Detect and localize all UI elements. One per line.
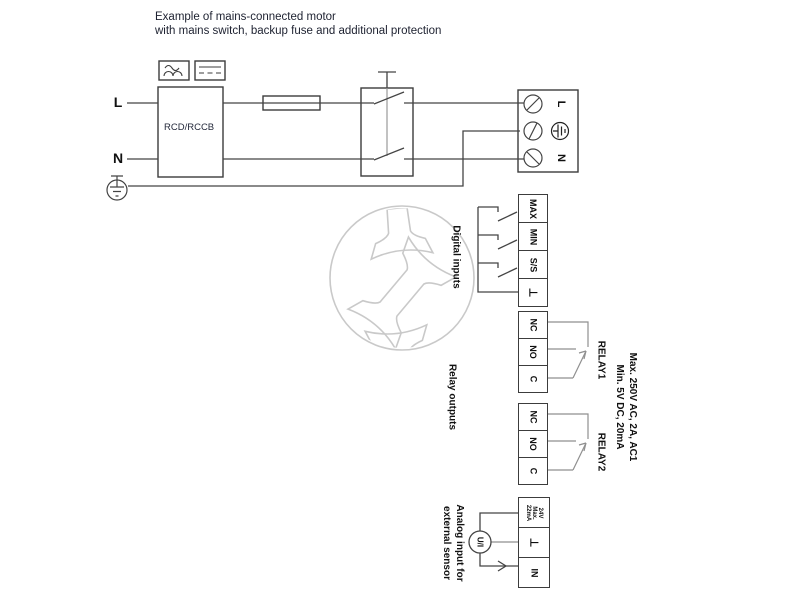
digital-switch-ss	[478, 262, 518, 278]
n-switch-blade	[373, 147, 405, 161]
analog-supply-wire	[479, 512, 518, 531]
digital-inputs-label: Digital inputs	[450, 225, 462, 289]
relay1-terminal-no: NO	[518, 338, 548, 366]
title-line-1: Example of mains-connected motor	[155, 11, 336, 23]
l-switch-blade	[373, 91, 405, 105]
analog-in-wire	[479, 553, 518, 567]
relay1-nc-wire	[548, 321, 589, 347]
title-line-2: with mains switch, backup fuse and addit…	[155, 25, 442, 37]
relay2-label: RELAY2	[595, 432, 607, 472]
dc-symbol-icon	[199, 66, 221, 74]
relay2-terminal-nc: NC	[518, 403, 548, 431]
terminal-max: MAX	[518, 194, 548, 223]
relay2-blade	[572, 442, 587, 471]
half-wave-icon	[163, 70, 183, 77]
rcd-label: RCD/RCCB	[164, 122, 215, 133]
terminal-ss: S/S	[518, 250, 548, 279]
relay1-terminal-nc: NC	[518, 311, 548, 339]
digital-switch-min	[478, 234, 518, 250]
signal-arrow-icon	[497, 560, 508, 572]
earth-ground-icon	[106, 175, 128, 201]
rcd-box	[157, 86, 224, 178]
digital-switch-max	[478, 206, 518, 222]
protective-earth-icon	[550, 121, 570, 141]
watermark-logo	[329, 205, 475, 351]
terminal-label-l: L	[555, 100, 567, 108]
relay1-label: RELAY1	[595, 340, 607, 380]
terminal-min: MIN	[518, 222, 548, 251]
digital-common-bus	[477, 207, 518, 293]
diagram-title: Example of mains-connected motor with ma…	[155, 10, 441, 38]
relay-spec-label: Max. 250V AC, 2A, AC1 Min. 5V DC, 20mA	[614, 352, 638, 462]
phase-label: L	[113, 94, 123, 110]
relay2-terminal-c: C	[518, 457, 548, 485]
terminal-label-n: N	[555, 154, 567, 162]
rcd-dc-type-icon	[194, 60, 226, 81]
relay1-arrow-icon	[578, 350, 587, 360]
sensor-label: U/I	[475, 536, 485, 548]
relay1-blade	[572, 350, 587, 379]
sensor-circle	[468, 530, 492, 554]
relay2-arrow-icon	[578, 442, 587, 452]
terminal-analog-ground: ⊥	[518, 527, 550, 558]
relay1-terminal-c: C	[518, 365, 548, 393]
relay2-terminal-no: NO	[518, 430, 548, 458]
terminal-digital-ground: ⊥	[518, 278, 548, 307]
analog-input-label: Analog input for external sensor	[441, 504, 465, 582]
neutral-label: N	[112, 150, 124, 166]
terminal-in: IN	[518, 557, 550, 588]
relay2-nc-wire	[548, 413, 589, 439]
ac-wave-icon	[164, 64, 180, 72]
switch-handle	[378, 71, 396, 88]
screw-terminal-icons	[523, 94, 543, 168]
terminal-24v-supply: 24V Max. 22mA	[518, 497, 550, 528]
relay-outputs-label: Relay outputs	[446, 363, 458, 431]
earth-wire	[128, 130, 520, 187]
